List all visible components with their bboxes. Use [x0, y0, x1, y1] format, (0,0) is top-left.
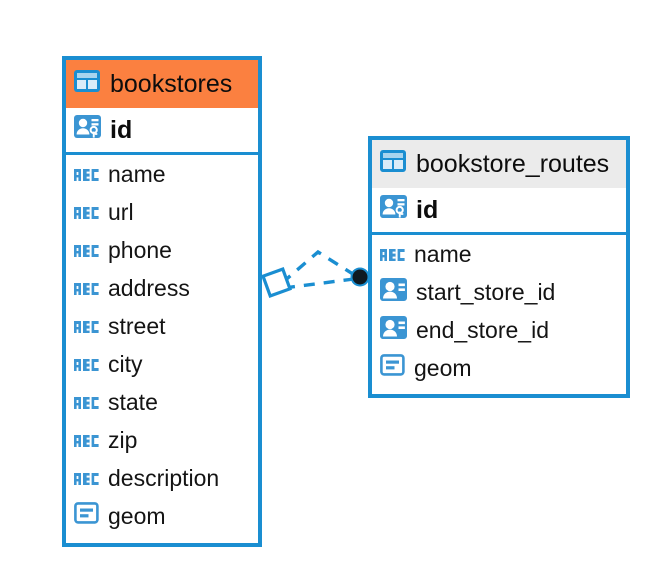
entity-name: bookstores — [110, 69, 233, 98]
field-row-id[interactable]: id — [66, 108, 258, 155]
field-label: city — [108, 350, 143, 377]
field-label: url — [108, 198, 134, 225]
entity-header-bookstores[interactable]: bookstores — [66, 60, 258, 108]
geometry-icon — [74, 502, 99, 530]
field-label: geom — [108, 502, 166, 529]
filled-circle-endpoint[interactable] — [350, 267, 370, 287]
field-row-id[interactable]: id — [372, 188, 626, 235]
field-label: geom — [414, 354, 472, 381]
relationship-line-lower — [283, 277, 355, 290]
field-label: address — [108, 274, 190, 301]
field-label: state — [108, 388, 158, 415]
field-label: id — [110, 115, 133, 144]
abc-text-icon — [74, 237, 99, 264]
abc-text-icon — [74, 161, 99, 188]
field-label: start_store_id — [416, 278, 556, 305]
entity-name: bookstore_routes — [416, 149, 610, 178]
field-row-name[interactable]: name — [372, 235, 626, 273]
field-label: end_store_id — [416, 316, 549, 343]
diamond-endpoint[interactable] — [260, 266, 293, 299]
field-row-description[interactable]: description — [66, 459, 258, 497]
field-row-zip[interactable]: zip — [66, 421, 258, 459]
field-label: id — [416, 195, 439, 224]
geometry-icon — [380, 354, 405, 382]
field-label: zip — [108, 426, 138, 453]
relationship-line-upper — [280, 249, 357, 285]
field-row-city[interactable]: city — [66, 345, 258, 383]
primary-key-icon — [74, 114, 101, 146]
abc-text-icon — [380, 241, 405, 268]
abc-text-icon — [74, 275, 99, 302]
field-row-geom[interactable]: geom — [372, 349, 626, 387]
field-row-name[interactable]: name — [66, 155, 258, 193]
entity-header-bookstore-routes[interactable]: bookstore_routes — [372, 140, 626, 188]
table-icon — [74, 69, 100, 99]
entity-bookstore-routes[interactable]: bookstore_routes id — [368, 136, 630, 398]
table-icon — [380, 149, 406, 179]
field-label: description — [108, 464, 220, 491]
field-label: phone — [108, 236, 172, 263]
field-row-state[interactable]: state — [66, 383, 258, 421]
entity-bookstores[interactable]: bookstores id — [62, 56, 262, 547]
field-row-end-store-id[interactable]: end_store_id — [372, 311, 626, 349]
abc-text-icon — [74, 351, 99, 378]
abc-text-icon — [74, 427, 99, 454]
primary-key-icon — [380, 194, 407, 226]
field-row-phone[interactable]: phone — [66, 231, 258, 269]
abc-text-icon — [74, 199, 99, 226]
foreign-key-icon — [380, 277, 407, 308]
abc-text-icon — [74, 313, 99, 340]
field-label: name — [108, 160, 166, 187]
field-label: name — [414, 240, 472, 267]
abc-text-icon — [74, 389, 99, 416]
field-row-address[interactable]: address — [66, 269, 258, 307]
field-label: street — [108, 312, 166, 339]
foreign-key-icon — [380, 315, 407, 346]
field-row-geom[interactable]: geom — [66, 497, 258, 535]
field-row-url[interactable]: url — [66, 193, 258, 231]
field-row-street[interactable]: street — [66, 307, 258, 345]
abc-text-icon — [74, 465, 99, 492]
field-row-start-store-id[interactable]: start_store_id — [372, 273, 626, 311]
